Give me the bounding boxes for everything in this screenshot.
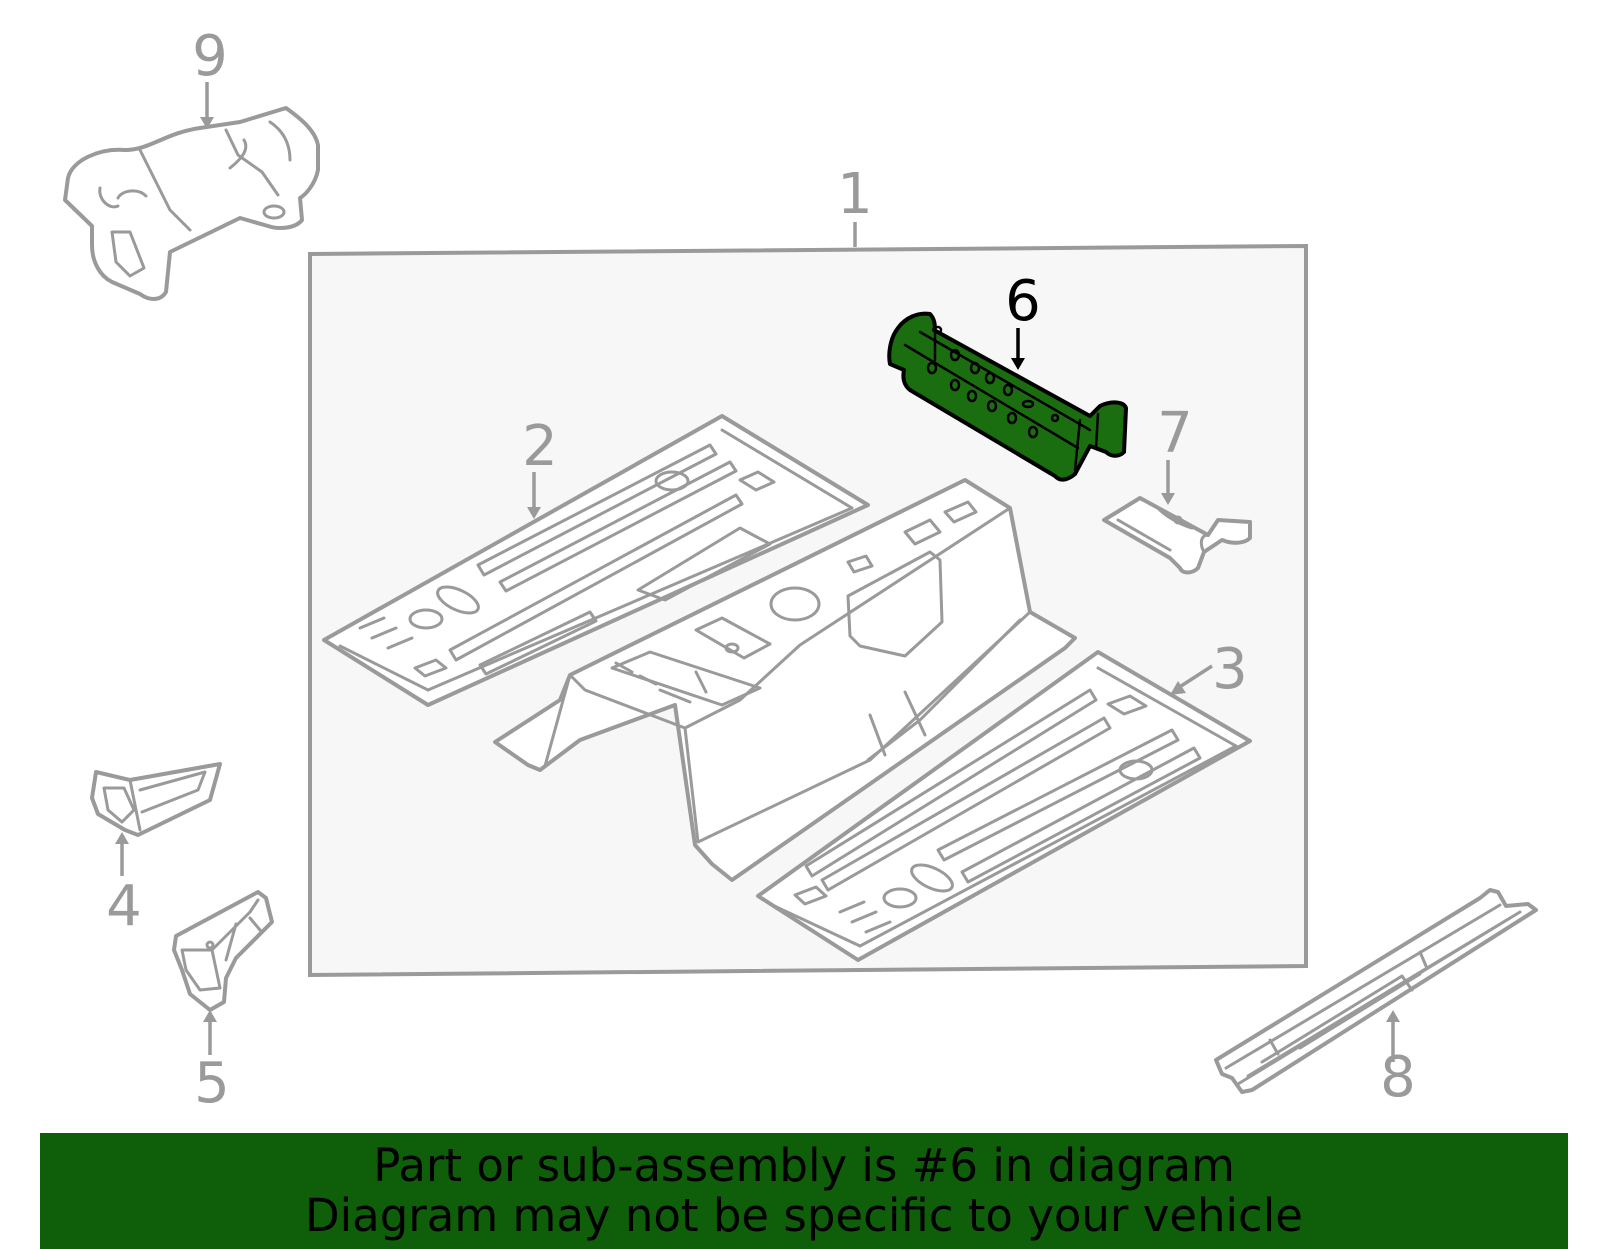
callout-3: 3 (1212, 637, 1248, 702)
callout-9: 9 (192, 24, 228, 89)
info-banner: Part or sub-assembly is #6 in diagram Di… (40, 1133, 1568, 1249)
part-5-bracket: 5 (172, 890, 274, 1116)
part-6-crossmember-highlighted: 6 (887, 269, 1128, 482)
banner-line-disclaimer: Diagram may not be specific to your vehi… (305, 1189, 1303, 1242)
callout-6: 6 (1005, 269, 1041, 334)
part-4-bracket: 4 (90, 762, 222, 939)
floor-tunnel (493, 478, 1077, 882)
callout-8: 8 (1380, 1045, 1416, 1110)
callout-7: 7 (1157, 401, 1193, 466)
callout-4: 4 (106, 874, 142, 939)
part-7-bracket: 7 (1102, 401, 1252, 575)
callout-2: 2 (522, 414, 558, 479)
part-3-right-floor-pan: 3 (756, 637, 1252, 962)
callout-1: 1 (837, 162, 873, 227)
callout-5: 5 (194, 1051, 230, 1116)
part-8-rail: 8 (1214, 888, 1538, 1110)
banner-line-part-number: Part or sub-assembly is #6 in diagram (373, 1139, 1235, 1192)
part-2-left-floor-pan: 2 (322, 414, 870, 707)
part-9-bracket: 9 (63, 24, 320, 301)
